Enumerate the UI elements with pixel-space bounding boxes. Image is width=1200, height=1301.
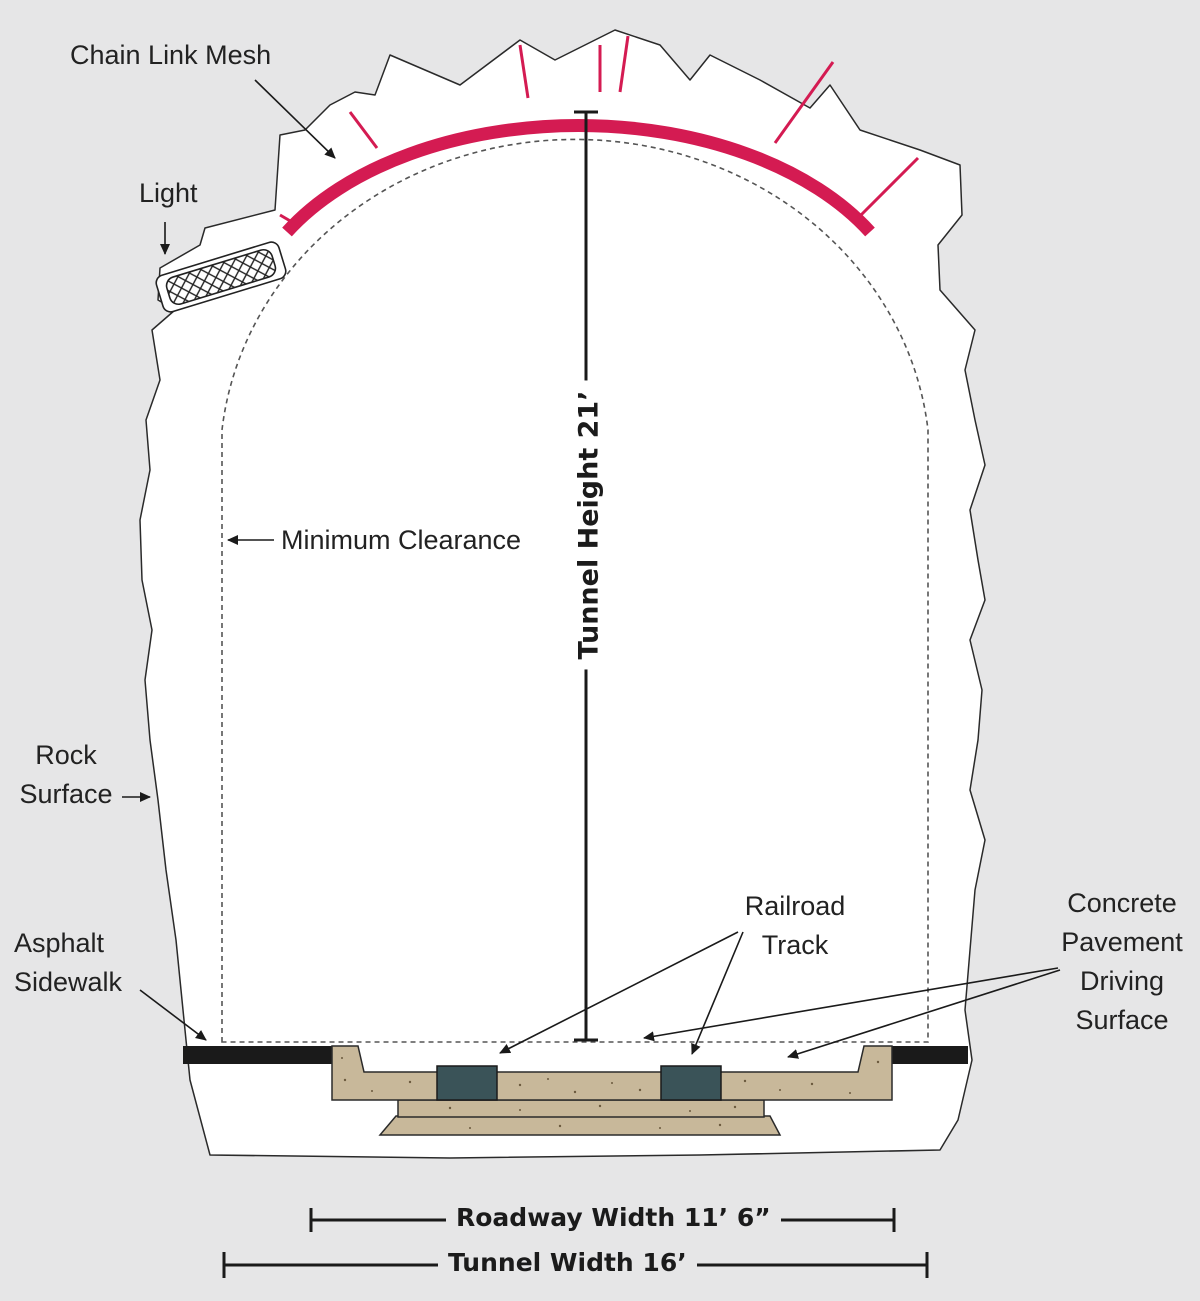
concrete-texture (341, 1057, 880, 1129)
tunnel-height-label: Tunnel Height 21’ (573, 380, 605, 670)
light-label: Light (139, 178, 198, 208)
rock-surface-label: Rock Surface (19, 740, 113, 809)
tunnel-width-label: Tunnel Width 16’ (438, 1248, 697, 1277)
track-arrow-right (691, 931, 744, 1055)
track-arrow-left (499, 931, 739, 1054)
asphalt-sidewalk-right (890, 1046, 968, 1064)
asphalt-sidewalk-left (183, 1046, 333, 1064)
mesh-arrow (254, 79, 336, 159)
railroad-rail-right (660, 1065, 722, 1101)
chain-link-mesh-label: Chain Link Mesh (70, 40, 272, 70)
asphalt-sidewalk-label: Asphalt Sidewalk (14, 928, 123, 997)
pavement-arrow-2 (787, 969, 1061, 1059)
minimum-clearance-label: Minimum Clearance (281, 525, 522, 555)
minimum-clearance-outline (221, 138, 929, 1043)
railroad-rail-left (436, 1065, 498, 1101)
light-fixture (155, 241, 287, 313)
chain-link-mesh (279, 35, 920, 237)
sidewalk-arrow (139, 989, 207, 1041)
pavement-arrow-1 (643, 967, 1059, 1042)
rock-surface (139, 29, 986, 1159)
railroad-track-label: Railroad Track (744, 891, 846, 960)
callout-arrows (122, 79, 1061, 1059)
concrete-pavement-label: Concrete Pavement Driving Surface (1061, 888, 1183, 1035)
roadway-width-label: Roadway Width 11’ 6” (446, 1203, 781, 1232)
